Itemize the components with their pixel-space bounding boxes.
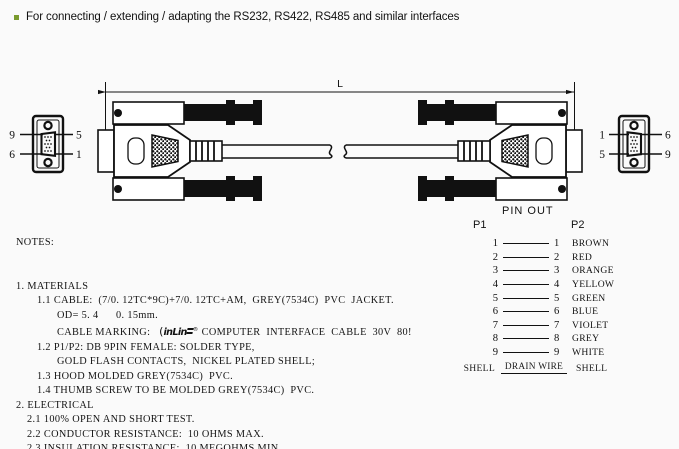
note-line: CABLE MARKING: (inLin® COMPUTER INTERFAC… — [57, 325, 412, 339]
pinout-p2-pin-number: 4 — [554, 279, 560, 291]
pinout-row: 8 8 GREY — [440, 332, 670, 346]
right-pin-label-6: 6 — [665, 130, 671, 142]
note-line: OD= 5. 4 0. 15mm. — [57, 309, 159, 321]
dimension-label-L: L — [337, 78, 343, 90]
notes-title: NOTES: — [16, 237, 55, 248]
note-line: 1.4 THUMB SCREW TO BE MOLDED GREY(7534C)… — [37, 385, 315, 397]
note-line: 2.3 INSULATION RESISTANCE: 10 MEGOHMS MI… — [27, 443, 282, 449]
note-line: 1.2 P1/P2: DB 9PIN FEMALE: SOLDER TYPE, — [37, 341, 255, 353]
pinout-wire-color-label: RED — [572, 251, 593, 263]
feature-description-text: For connecting / extending / adapting th… — [26, 11, 460, 23]
pinout-p1-pin-number: 1 — [492, 238, 498, 250]
pinout-row: 6 6 BLUE — [440, 305, 670, 319]
note-line: GOLD FLASH CONTACTS, NICKEL PLATED SHELL… — [57, 356, 316, 368]
drain-wire-line — [501, 373, 567, 374]
note-line: 2.1 100% OPEN AND SHORT TEST. — [27, 414, 195, 426]
note-line: 2.2 CONDUCTOR RESISTANCE: 10 OHMS MAX. — [27, 428, 264, 440]
right-pin-label-9: 9 — [665, 149, 671, 161]
pinout-p2-pin-number: 1 — [554, 238, 560, 250]
pinout-row: 3 3 ORANGE — [440, 264, 670, 278]
pinout-wire-color-label: ORANGE — [572, 265, 614, 277]
pinout-p1-pin-number: 2 — [492, 251, 498, 263]
pinout-wire-color-label: VIOLET — [572, 319, 609, 331]
drain-wire-group: DRAIN WIRE — [501, 362, 567, 374]
pinout-wire-line — [503, 352, 549, 354]
pinout-wire-color-label: GREEN — [572, 292, 606, 304]
inline-brand-logo: (inLin® — [159, 325, 198, 339]
cable-drawing-svg: 9 5 6 1 — [9, 78, 671, 201]
pinout-wire-line — [503, 243, 549, 245]
pinout-p1-pin-number: 4 — [492, 279, 498, 291]
pinout-rows: 1 1 BROWN 2 2 RED 3 3 ORANGE 4 4 YELLOW 5 5 GREEN 6 6 BLU… — [440, 237, 670, 359]
pinout-wire-line — [503, 338, 549, 340]
bullet-square-icon — [14, 14, 19, 20]
pinout-wire-line — [503, 256, 549, 258]
pinout-row: 1 1 BROWN — [440, 237, 670, 251]
pinout-p2-pin-number: 7 — [554, 319, 560, 331]
pinout-row: 4 4 YELLOW — [440, 278, 670, 292]
pinout-wire-line — [503, 284, 549, 286]
notes-lines: 1. MATERIALS 1.1 CABLE: (7/0. 12TC*9C)+7/… — [16, 280, 468, 449]
inline-brand-logo-text: inLin — [163, 327, 187, 339]
feature-bullet-line: For connecting / extending / adapting th… — [14, 11, 459, 23]
pinout-p1-pin-number: 5 — [492, 292, 498, 304]
pinout-p2-label: P2 — [571, 219, 585, 231]
pinout-p2-pin-number: 2 — [554, 251, 560, 263]
inline-brand-logo-bar — [186, 328, 194, 335]
shell-right-label: SHELL — [576, 362, 608, 374]
pinout-wire-line — [503, 270, 549, 272]
pinout-wire-color-label: BLUE — [572, 306, 599, 318]
pinout-p2-pin-number: 6 — [554, 306, 560, 318]
note-line: 1. MATERIALS — [16, 280, 89, 292]
pinout-shell-row: SHELL DRAIN WIRE SHELL — [440, 362, 670, 374]
pinout-row: 7 7 VIOLET — [440, 319, 670, 333]
right-connector-side-view — [418, 100, 583, 201]
length-dimension: L — [98, 78, 575, 135]
pinout-wire-color-label: YELLOW — [572, 279, 615, 291]
pinout-wire-line — [503, 311, 549, 313]
registered-trademark-icon: ® — [192, 327, 198, 333]
pinout-row: 9 9 WHITE — [440, 346, 670, 360]
pinout-row: 5 5 GREEN — [440, 291, 670, 305]
pinout-p2-pin-number: 3 — [554, 265, 560, 277]
pinout-p1-pin-number: 8 — [492, 333, 498, 345]
pinout-wire-line — [503, 297, 549, 299]
note-line: 2. ELECTRICAL — [16, 399, 94, 411]
pinout-wire-color-label: BROWN — [572, 238, 610, 250]
pinout-p2-pin-number: 8 — [554, 333, 560, 345]
left-connector-face-view: 9 5 6 1 — [9, 114, 82, 174]
pinout-p1-label: P1 — [473, 219, 487, 231]
pinout-wire-color-label: WHITE — [572, 347, 605, 359]
left-pin-label-9: 9 — [9, 130, 15, 142]
pinout-p2-pin-number: 5 — [554, 292, 560, 304]
pinout-title: PIN OUT — [502, 205, 554, 217]
pinout-p2-pin-number: 9 — [554, 347, 560, 359]
pinout-p1-pin-number: 7 — [492, 319, 498, 331]
note-line: 1.3 HOOD MOLDED GREY(7534C) PVC. — [37, 370, 234, 382]
right-pin-label-5: 5 — [599, 149, 605, 161]
pinout-p1-pin-number: 9 — [492, 347, 498, 359]
right-pin-label-1: 1 — [599, 130, 605, 142]
right-connector-face-view: 1 6 5 9 — [599, 114, 671, 174]
note-line: 1.1 CABLE: (7/0. 12TC*9C)+7/0. 12TC+AM, … — [37, 295, 394, 306]
pinout-p1-pin-number: 6 — [492, 306, 498, 318]
shell-left-label: SHELL — [463, 362, 495, 374]
notes-block: NOTES: 1. MATERIALS 1.1 CABLE: (7/0. 12TC… — [16, 207, 468, 449]
left-pin-label-5: 5 — [76, 130, 82, 142]
drain-wire-label: DRAIN WIRE — [504, 362, 564, 372]
pinout-diagram: PIN OUT P1 P2 1 1 BROWN 2 2 RED 3 3 ORANGE 4 4 YELL… — [440, 205, 670, 385]
cable-right-segment — [343, 144, 458, 159]
cable-assembly-drawing: 9 5 6 1 — [0, 30, 679, 205]
left-pin-label-6: 6 — [9, 149, 15, 161]
cable-left-segment — [222, 144, 333, 159]
left-connector-side-view — [97, 100, 262, 201]
pinout-row: 2 2 RED — [440, 251, 670, 265]
left-pin-label-1: 1 — [76, 149, 82, 161]
pinout-p1-pin-number: 3 — [492, 265, 498, 277]
pinout-wire-line — [503, 324, 549, 326]
pinout-wire-color-label: GREY — [572, 333, 600, 345]
